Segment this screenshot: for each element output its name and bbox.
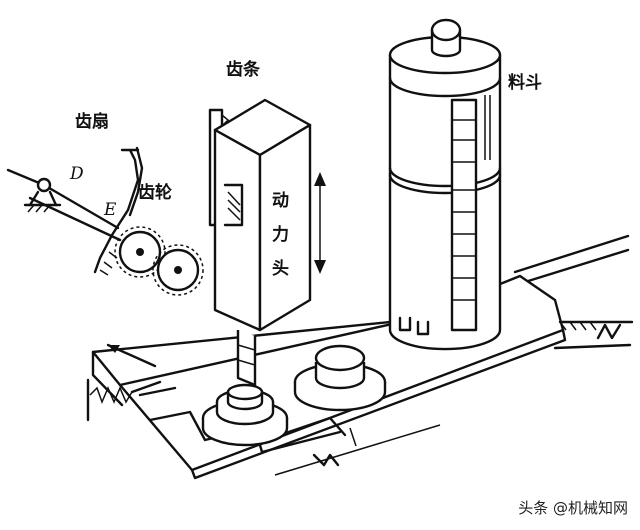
label-sector: 齿扇	[75, 112, 109, 132]
gear-sector	[93, 146, 144, 276]
lever-arm	[6, 168, 122, 242]
stroke-dimension	[274, 424, 441, 476]
return-spring	[86, 378, 162, 422]
ground-symbol-right	[553, 320, 634, 350]
workpiece-front	[201, 383, 289, 447]
label-point-e: E	[104, 200, 117, 220]
slide-motion-arrow	[106, 343, 157, 368]
power-head	[213, 98, 326, 387]
label-power-head-3: 头	[272, 259, 289, 279]
hopper	[388, 18, 502, 351]
gear-upper	[114, 226, 166, 278]
label-gear: 齿轮	[138, 183, 172, 203]
label-power-head-1: 动	[272, 191, 289, 211]
label-point-d: D	[70, 164, 84, 184]
label-rack: 齿条	[226, 60, 260, 80]
watermark: 头条 @机械知网	[518, 499, 628, 517]
gear-lower	[152, 244, 204, 296]
workpiece-middle	[293, 344, 387, 412]
label-hopper: 料斗	[508, 73, 542, 93]
label-power-head-2: 力	[272, 225, 289, 245]
guide-rail	[513, 234, 630, 284]
